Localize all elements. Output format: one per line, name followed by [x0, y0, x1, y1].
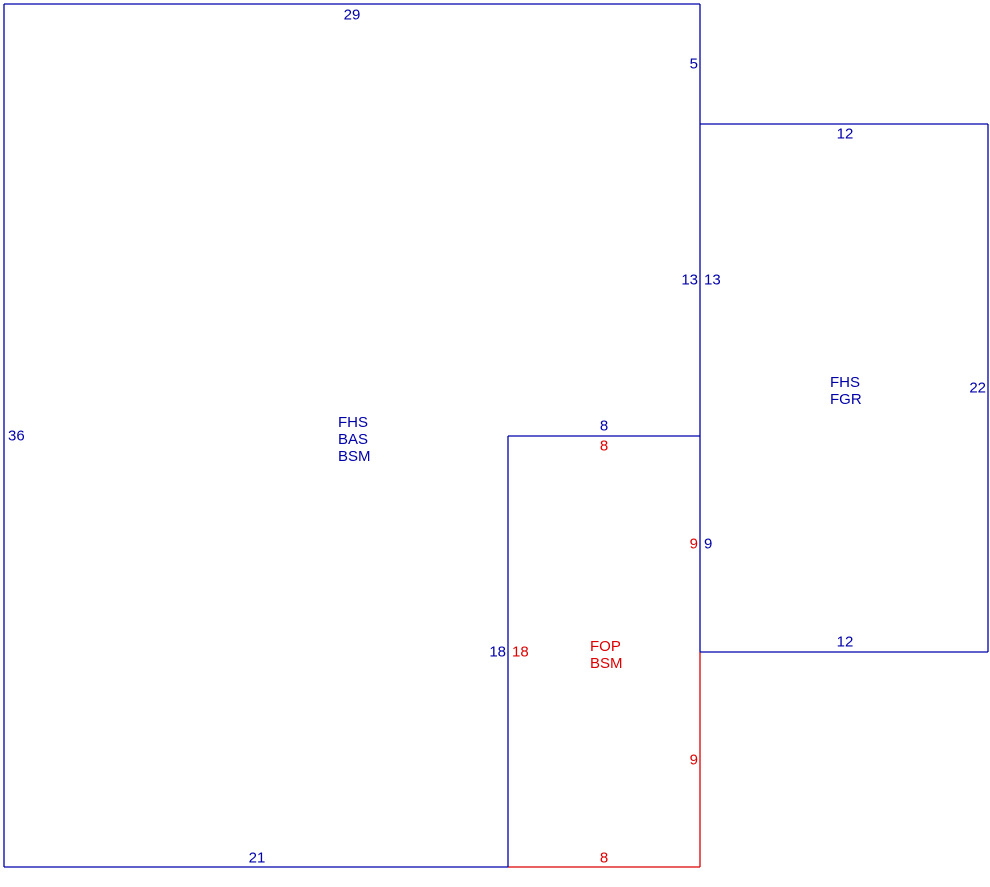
- dim-garage-right: 22: [969, 380, 986, 397]
- main-house-code-2: BAS: [338, 431, 368, 448]
- dim-garage-left-lower: 9: [704, 536, 712, 553]
- dim-porch-right-upper: 9: [690, 536, 698, 553]
- dim-main-right-upper: 5: [690, 56, 698, 73]
- dim-main-left: 36: [8, 428, 25, 445]
- garage-dimensions: 12 13 9 22 12: [704, 126, 986, 651]
- dim-garage-left-upper: 13: [704, 272, 721, 289]
- dim-porch-left: 18: [512, 644, 529, 661]
- dim-garage-bottom: 12: [837, 634, 854, 651]
- dim-porch-bottom: 8: [600, 850, 608, 867]
- main-house-area-label: FHS BAS BSM: [338, 414, 371, 465]
- garage-code-1: FHS: [830, 374, 860, 391]
- main-house-code-1: FHS: [338, 414, 368, 431]
- porch-area-label: FOP BSM: [590, 638, 623, 672]
- main-house-code-3: BSM: [338, 448, 371, 465]
- dim-garage-top: 12: [837, 126, 854, 143]
- garage-outline: [700, 123, 989, 653]
- dim-main-top: 29: [344, 7, 361, 24]
- dim-main-bottom: 21: [249, 850, 266, 867]
- main-house-outline: [3, 3, 701, 868]
- garage-code-2: FGR: [830, 391, 862, 408]
- porch-outline: [508, 652, 701, 868]
- dim-porch-top: 8: [600, 438, 608, 455]
- porch-code-2: BSM: [590, 655, 623, 672]
- main-house-dimensions: 29 36 21 5 13 8 18: [8, 7, 698, 867]
- dim-main-right-middle: 13: [681, 272, 698, 289]
- dim-notch-side: 18: [489, 644, 506, 661]
- dim-notch-top: 8: [600, 418, 608, 435]
- porch-code-1: FOP: [590, 638, 621, 655]
- dim-porch-right-lower: 9: [690, 752, 698, 769]
- porch-dimensions: 8 18 9 9 8: [512, 438, 698, 867]
- garage-area-label: FHS FGR: [830, 374, 862, 408]
